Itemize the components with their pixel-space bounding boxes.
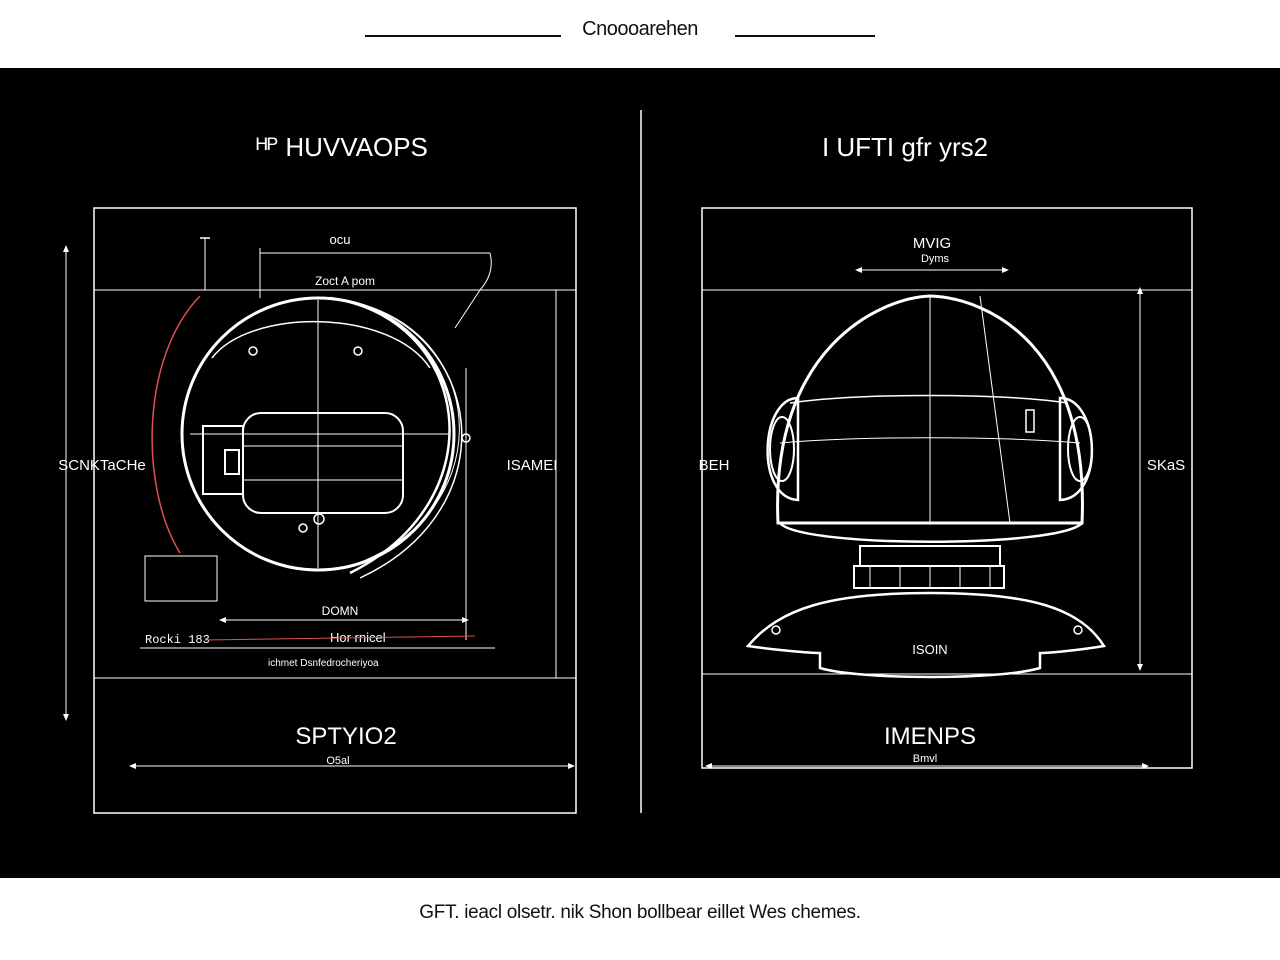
left-view-title: ᴴᴾ HUVVAOPS — [256, 132, 428, 162]
right-gear-ring — [853, 565, 1005, 589]
left-dim-bottom-inner-label: DOMN — [322, 604, 359, 618]
right-dim-right-label: SKaS — [1147, 457, 1185, 474]
left-view-label: SPTYIO2 — [295, 723, 396, 750]
right-sensor-slot — [1025, 409, 1035, 433]
left-sphere-shell-1 — [329, 296, 451, 575]
header-rule-left — [365, 35, 561, 37]
left-view: ᴴᴾ HUVVAOPS SCNKTaCHe ocu Zoct A pom ISA… — [58, 132, 577, 814]
right-dim-top-label: MVIG — [913, 235, 951, 252]
right-view-label: IMENPS — [884, 723, 976, 750]
header-rule-right — [735, 35, 875, 37]
right-base-bolt-right — [1073, 625, 1083, 635]
left-note-row-1: Rocki 183 — [145, 633, 210, 647]
left-side-port — [202, 425, 244, 495]
left-bolt-4 — [313, 513, 325, 525]
right-right-pod — [1058, 396, 1094, 502]
left-dim-left-label: SCNKTaCHe — [58, 457, 146, 474]
right-base-bolt-left — [771, 625, 781, 635]
right-rim — [779, 522, 1083, 543]
right-left-pod-lens — [769, 416, 795, 482]
right-dome-band-1 — [789, 394, 1069, 404]
right-dim-top-sub-label: Dyms — [921, 253, 950, 265]
left-bolt-5 — [461, 433, 471, 443]
right-base — [745, 591, 1107, 679]
right-right-pod-lens — [1067, 416, 1093, 482]
left-sphere-band — [211, 320, 431, 369]
figure-caption: GFT. ieacl olsetr. nik Shon bollbear eil… — [419, 902, 861, 923]
left-inner-window — [242, 412, 404, 514]
left-bolt-1 — [248, 346, 258, 356]
right-dome-band-2 — [779, 437, 1081, 444]
left-dim-top-label: ocu — [330, 232, 351, 247]
technical-drawing: ᴴᴾ HUVVAOPS SCNKTaCHe ocu Zoct A pom ISA… — [58, 110, 1193, 814]
left-view-label-sub: O5al — [326, 755, 349, 767]
right-view-title: I UFTI gfr yrs2 — [822, 132, 988, 162]
left-top-leader — [454, 252, 492, 329]
left-bottom-bracket — [144, 555, 218, 602]
right-dim-left-label: BEH — [699, 457, 730, 474]
right-dome-seam — [979, 295, 1011, 524]
left-sphere-outline — [180, 296, 456, 572]
left-note-rule-red — [204, 635, 476, 641]
right-view-label-sub: Bmvl — [913, 753, 937, 765]
left-side-port-inner — [224, 449, 240, 475]
left-note-row-3: ichmet Dsnfedrocheriyoa — [268, 658, 379, 669]
left-frame — [93, 207, 577, 814]
left-red-arc — [151, 295, 201, 554]
header-title: Cnoooarehen — [582, 18, 698, 40]
drawing-panel: ᴴᴾ HUVVAOPS SCNKTaCHe ocu Zoct A pom ISA… — [0, 68, 1280, 878]
left-dim-right-label: ISAMEI — [507, 457, 558, 474]
left-sphere-shell-3 — [344, 303, 460, 569]
left-bolt-2 — [353, 346, 363, 356]
right-base-label: ISOIN — [912, 642, 947, 657]
left-dim-top-sub-label: Zoct A pom — [315, 274, 375, 288]
right-left-pod — [766, 396, 800, 502]
left-sphere-shell-2 — [344, 299, 463, 579]
right-neck — [859, 545, 1001, 567]
right-view: I UFTI gfr yrs2 MVIG Dyms BEH SKaS — [699, 132, 1193, 769]
left-bolt-3 — [298, 523, 308, 533]
right-frame — [701, 207, 1193, 769]
